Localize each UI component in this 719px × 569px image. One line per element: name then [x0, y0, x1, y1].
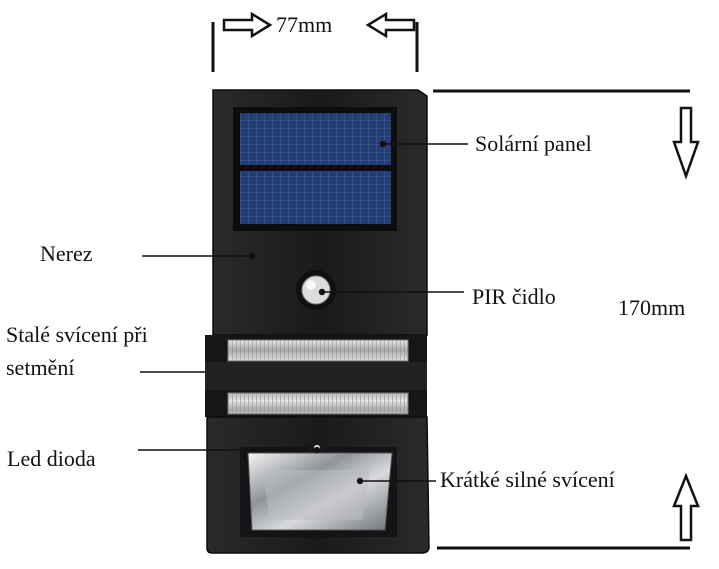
width-dimension — [211, 11, 419, 72]
solar-cells-top — [240, 113, 391, 165]
pir-dome — [301, 275, 331, 305]
leader-stainless-dot — [248, 252, 256, 260]
lens-inner — [262, 470, 370, 520]
leader-short-dot — [356, 477, 364, 485]
solar-panel — [233, 107, 397, 231]
light-strip-lower — [227, 392, 409, 415]
led-lens — [240, 444, 397, 537]
label-stainless: Nerez — [40, 241, 93, 266]
pir-highlight — [306, 280, 316, 290]
leader-lines — [138, 140, 468, 485]
light-strip-upper — [227, 339, 409, 362]
up-arrow-icon — [672, 472, 700, 542]
pir-sensor — [296, 270, 336, 310]
label-solar-panel: Solární panel — [475, 131, 592, 156]
label-short-strong-light: Krátké silné svícení — [440, 467, 615, 492]
width-label: 77mm — [276, 12, 333, 37]
right-arrow-icon — [222, 11, 273, 39]
label-led-diode: Led dioda — [7, 446, 96, 471]
left-arrow-icon — [365, 11, 416, 39]
middle-band — [205, 362, 427, 390]
height-label: 170mm — [618, 295, 686, 320]
label-steady-light-line2: setmění — [6, 355, 75, 380]
label-pir-sensor: PIR čidlo — [472, 284, 556, 309]
height-dimension — [433, 89, 700, 550]
solar-cells-bottom — [240, 171, 391, 224]
leader-led-dot — [313, 446, 321, 454]
leader-solar-dot — [379, 140, 387, 148]
label-steady-light-line1: Stalé svícení při — [6, 322, 148, 347]
down-arrow-icon — [672, 106, 700, 180]
leader-pir-dot — [318, 288, 326, 296]
